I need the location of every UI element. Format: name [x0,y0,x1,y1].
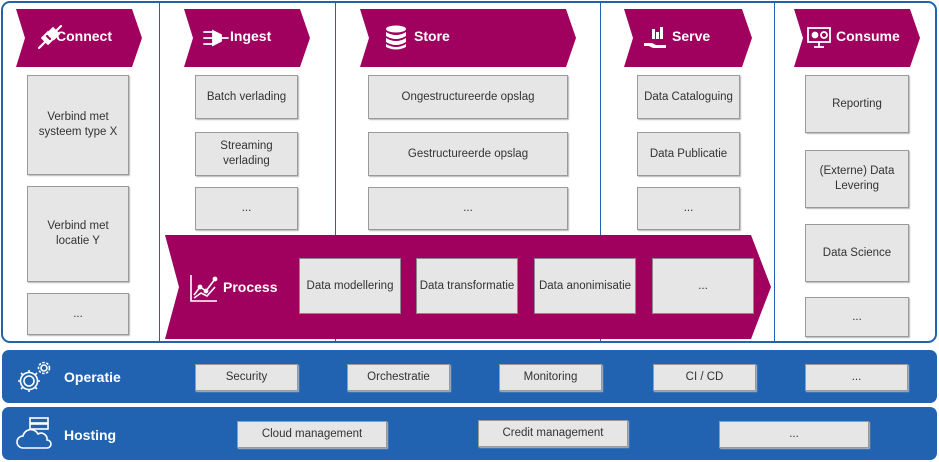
operatie-item: Monitoring [499,364,602,391]
consume-title: Consume [836,28,900,44]
operatie-item: CI / CD [653,364,756,391]
operatie-band: Operatie Security Orchestratie Monitorin… [2,350,937,403]
database-icon [386,25,406,50]
gears-icon [18,361,51,392]
ingest-item: Streaming verlading [195,132,298,176]
serve-item: Data Publicatie [637,132,740,176]
hosting-item: Cloud management [237,421,387,448]
hosting-item: Credit management [478,420,628,447]
process-item: Data anonimisatie [534,258,636,314]
connect-item: Verbind met systeem type X [27,75,129,175]
store-item: Ongestructureerde opslag [368,75,568,119]
ingest-header: Ingest [184,9,310,67]
consume-item: (Externe) Data Levering [805,150,909,208]
architecture-frame [1,1,937,343]
operatie-item: Security [195,364,298,391]
ingest-item: Batch verlading [195,75,298,119]
hosting-item: ... [719,421,869,448]
process-title: Process [223,279,278,295]
connect-header: Connect [16,9,142,67]
connect-item: Verbind met locatie Y [27,186,129,282]
hosting-band: Hosting Cloud management Credit manageme… [2,407,937,460]
process-item: ... [652,258,754,314]
consume-header: Consume [794,9,920,67]
operatie-title: Operatie [64,369,121,385]
plug-icon [37,25,63,50]
column-divider [774,3,775,341]
consume-item: ... [805,297,909,337]
operatie-item: Orchestratie [347,364,450,391]
store-header: Store [360,9,576,67]
consume-item: Data Science [805,224,909,282]
serve-header: Serve [624,9,752,67]
ingest-title: Ingest [230,28,272,44]
connect-item: ... [27,293,129,335]
chart-icon [190,275,218,302]
process-item: Data modellering [299,258,401,314]
hosting-title: Hosting [64,427,117,443]
operatie-item: ... [805,364,908,391]
consume-item: Reporting [805,75,909,133]
serve-icon [644,27,666,48]
column-divider [600,3,601,341]
serve-item: ... [637,187,740,230]
column-divider [335,3,336,341]
column-divider [159,3,160,341]
store-item: ... [368,187,568,230]
process-item: Data transformatie [416,258,518,314]
store-title: Store [414,28,450,44]
serve-item: Data Cataloguing [637,75,740,119]
cloud-server-icon [16,417,52,449]
serve-title: Serve [672,28,711,44]
connect-title: Connect [56,28,112,44]
ingest-icon [203,29,229,47]
consume-icon [807,27,831,48]
store-item: Gestructureerde opslag [368,132,568,176]
ingest-item: ... [195,187,298,230]
process-band: Process Data modellering Data transforma… [165,235,771,339]
